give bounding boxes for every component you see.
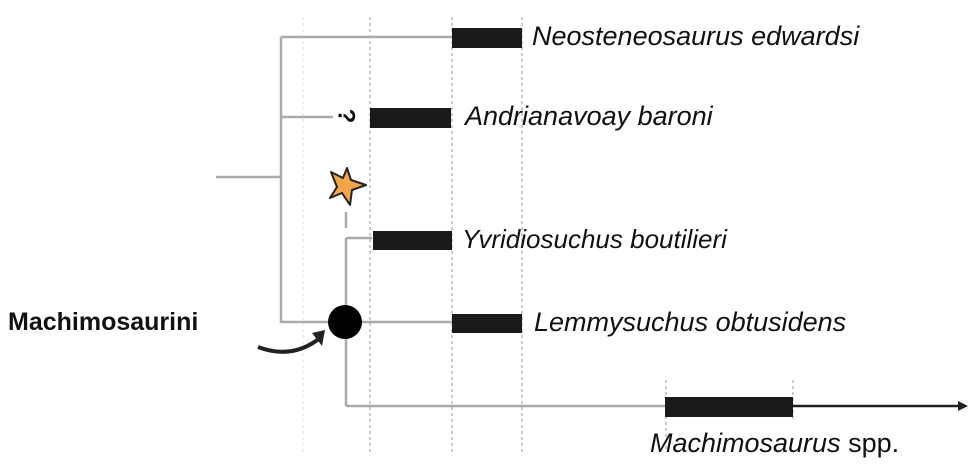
taxon-label-andrianavoay: Andrianavoay baroni: [465, 101, 713, 131]
range-bar-neosteneosaurus: [452, 28, 522, 48]
range-bars: [370, 28, 793, 417]
range-bar-machimosaurus: [665, 397, 793, 417]
node-circle-icon: [328, 305, 362, 339]
curved-arrow-head-icon: [312, 330, 325, 346]
clade-label-machimosaurini: Machimosaurini: [8, 308, 199, 336]
taxon-label-lemmysuchus: Lemmysuchus obtusidens: [534, 307, 847, 337]
taxon-suffix: spp.: [840, 428, 900, 458]
range-bar-yvridiosuchus: [373, 231, 452, 250]
taxon-genus: Machimosaurus: [650, 428, 841, 458]
arrow-head-icon: [958, 401, 968, 411]
taxon-label-neosteneosaurus: Neosteneosaurus edwardsi: [532, 21, 860, 51]
curved-arrow-icon: [257, 336, 322, 354]
taxon-label-machimosaurus: Machimosaurus spp.: [650, 430, 899, 457]
taxon-label-yvridiosuchus: Yvridiosuchus boutilieri: [462, 224, 727, 254]
uncertain-mark: ?: [332, 108, 360, 124]
range-bar-lemmysuchus: [452, 314, 522, 333]
star-icon: [329, 167, 367, 206]
range-bar-andrianavoay: [370, 108, 451, 128]
